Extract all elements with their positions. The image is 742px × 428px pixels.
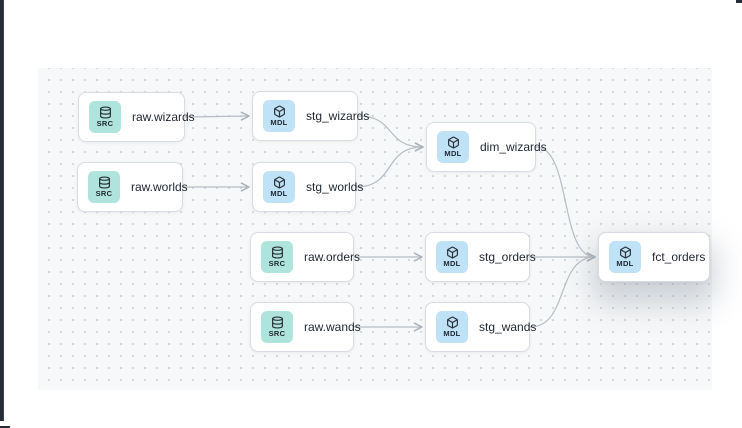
node-name-label: raw.orders xyxy=(304,250,361,264)
database-icon xyxy=(99,106,111,119)
database-icon xyxy=(271,316,283,329)
node-name-label: fct_orders xyxy=(652,250,706,264)
node-type-badge: SRC xyxy=(261,241,293,273)
node-name-label: raw.wizards xyxy=(132,110,195,124)
node-type-badge: MDL xyxy=(263,100,295,132)
node-type-badge: MDL xyxy=(263,171,295,203)
node-type-label: SRC xyxy=(268,329,286,339)
node-type-label: MDL xyxy=(270,118,288,128)
dag-node-fct_orders[interactable]: MDL fct_orders xyxy=(598,232,710,282)
database-icon xyxy=(98,176,110,189)
node-type-label: MDL xyxy=(444,149,462,159)
dag-node-raw.orders[interactable]: SRC raw.orders xyxy=(250,232,360,282)
cube-icon xyxy=(273,176,285,189)
dag-node-stg_worlds[interactable]: MDL stg_worlds xyxy=(252,162,363,212)
node-type-label: SRC xyxy=(96,119,114,129)
dag-node-raw.wands[interactable]: SRC raw.wands xyxy=(250,302,361,352)
dag-node-stg_orders[interactable]: MDL stg_orders xyxy=(425,232,536,282)
dag-node-stg_wands[interactable]: MDL stg_wands xyxy=(425,302,536,352)
node-type-label: MDL xyxy=(616,259,634,269)
node-name-label: raw.worlds xyxy=(131,180,188,194)
node-type-badge: SRC xyxy=(88,171,120,203)
node-name-label: stg_worlds xyxy=(306,180,364,194)
dag-node-raw.worlds[interactable]: SRC raw.worlds xyxy=(77,162,188,212)
cube-icon xyxy=(619,246,631,259)
cube-icon xyxy=(446,316,458,329)
cube-icon xyxy=(273,105,285,118)
node-name-label: stg_wizards xyxy=(306,109,370,123)
node-type-badge: SRC xyxy=(261,311,293,343)
node-type-label: MDL xyxy=(443,259,461,269)
node-type-label: MDL xyxy=(270,189,288,199)
dag-node-raw.wizards[interactable]: SRC raw.wizards xyxy=(78,92,195,142)
node-type-badge: MDL xyxy=(436,311,468,343)
cube-icon xyxy=(447,136,459,149)
window-edge-strip xyxy=(0,0,4,421)
node-type-badge: MDL xyxy=(609,241,641,273)
node-type-label: SRC xyxy=(95,189,113,199)
dag-node-stg_wizards[interactable]: MDL stg_wizards xyxy=(252,91,369,141)
window-corner-artifact xyxy=(0,426,10,428)
node-type-badge: SRC xyxy=(89,101,121,133)
window-corner-artifact xyxy=(736,0,742,3)
node-name-label: stg_wands xyxy=(479,320,537,334)
node-name-label: raw.wands xyxy=(304,320,361,334)
node-name-label: dim_wizards xyxy=(480,140,547,154)
node-name-label: stg_orders xyxy=(479,250,536,264)
dag-node-dim_wizards[interactable]: MDL dim_wizards xyxy=(426,122,547,172)
cube-icon xyxy=(446,246,458,259)
node-type-label: SRC xyxy=(268,259,286,269)
database-icon xyxy=(271,246,283,259)
node-type-badge: MDL xyxy=(436,241,468,273)
node-type-badge: MDL xyxy=(437,131,469,163)
node-type-label: MDL xyxy=(443,329,461,339)
